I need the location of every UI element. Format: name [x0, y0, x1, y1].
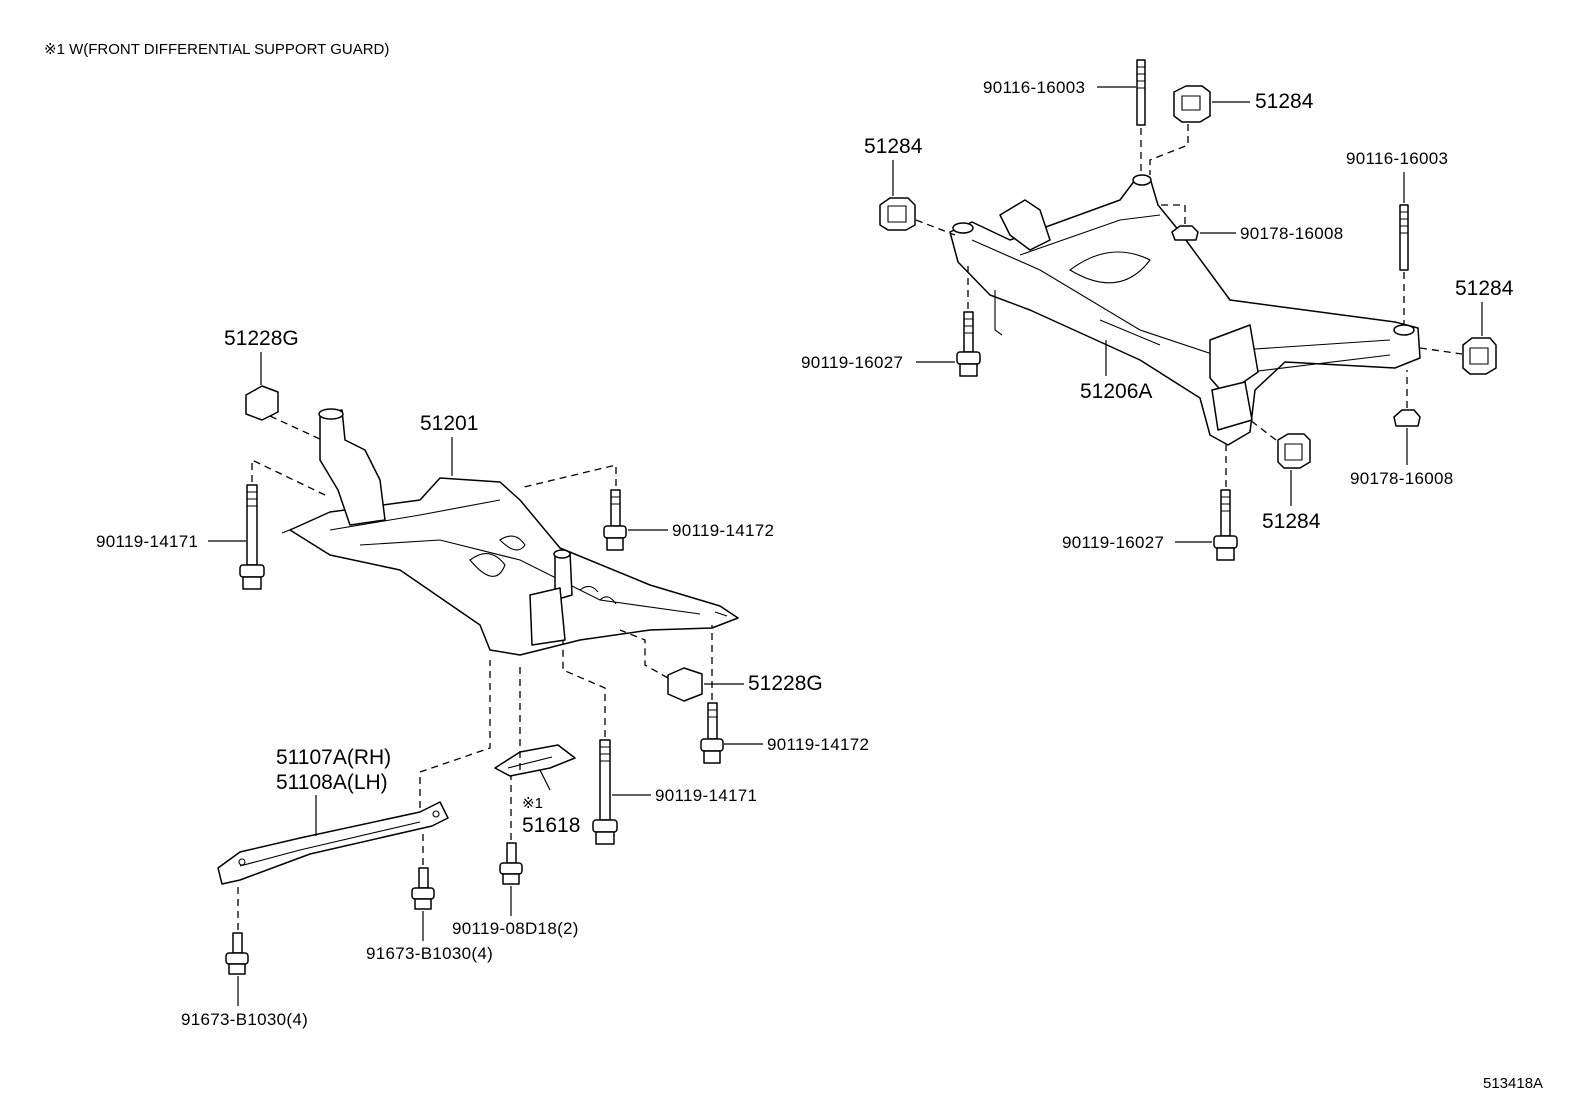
label-90116-16003-top: 90116-16003 — [983, 78, 1085, 97]
label-90119-16027-left: 90119-16027 — [801, 353, 903, 372]
label-90119-14172-upper: 90119-14172 — [672, 521, 774, 540]
figure-id: 513418A — [1483, 1075, 1543, 1092]
bolt-91673-B1030-mid — [411, 867, 435, 910]
header-note: ※1 W(FRONT DIFFERENTIAL SUPPORT GUARD) — [44, 41, 389, 58]
stud-90116-16003-right — [1399, 204, 1409, 271]
brace-51107A-51108A — [217, 801, 449, 885]
bolt-90119-08D18 — [499, 842, 523, 885]
label-90119-14171-right: 90119-14171 — [655, 786, 757, 805]
label-90116-16003-right: 90116-16003 — [1346, 149, 1448, 168]
label-51284-farright: 51284 — [1455, 277, 1514, 300]
bolt-90119-14171-right — [592, 739, 618, 845]
stud-90116-16003-top — [1136, 59, 1146, 126]
label-51107A: 51107A(RH) — [276, 746, 391, 769]
front-crossmember — [281, 408, 739, 656]
label-90178-16008-upper: 90178-16008 — [1240, 224, 1344, 243]
label-91673-B1030-mid: 91673-B1030(4) — [366, 944, 493, 963]
label-51206A: 51206A — [1080, 380, 1152, 403]
label-51228G-top: 51228G — [224, 327, 299, 350]
bushing-51284-left — [879, 197, 916, 231]
label-51201: 51201 — [420, 412, 478, 435]
label-90119-08D18: 90119-08D18(2) — [452, 919, 579, 938]
bolt-90119-16027-bottom — [1213, 489, 1238, 561]
label-90119-16027-bottom: 90119-16027 — [1062, 533, 1164, 552]
bushing-51228G-top — [245, 385, 279, 421]
bushing-51228G-right — [667, 667, 703, 702]
label-90119-14172-lower: 90119-14172 — [767, 735, 869, 754]
guard-51618 — [494, 744, 576, 777]
bushing-51284-farright — [1462, 337, 1497, 375]
label-51284-bottom: 51284 — [1262, 510, 1321, 533]
label-51284-topright: 51284 — [1255, 90, 1314, 113]
label-91673-B1030-low: 91673-B1030(4) — [181, 1010, 308, 1029]
label-51108A: 51108A(LH) — [276, 771, 388, 794]
label-90119-14171-left: 90119-14171 — [96, 532, 198, 551]
note-mark: ※1 — [522, 795, 543, 812]
bushing-51284-bottom — [1277, 433, 1311, 469]
bolt-90119-14172-lower — [700, 702, 724, 764]
label-51618: 51618 — [522, 814, 580, 837]
bolt-90119-14171-left — [239, 484, 265, 590]
bolt-90119-14172-upper — [603, 489, 627, 551]
washer-90178-16008-upper — [1171, 225, 1199, 241]
bushing-51284-topright — [1173, 85, 1211, 123]
label-51284-left: 51284 — [864, 135, 923, 158]
label-90178-16008-lower: 90178-16008 — [1350, 469, 1454, 488]
rear-crossmember — [949, 174, 1421, 446]
washer-90178-16008-lower — [1393, 409, 1421, 427]
bolt-90119-16027-left — [956, 311, 981, 377]
bolt-91673-B1030-low — [225, 932, 249, 975]
label-51228G-right: 51228G — [748, 672, 823, 695]
